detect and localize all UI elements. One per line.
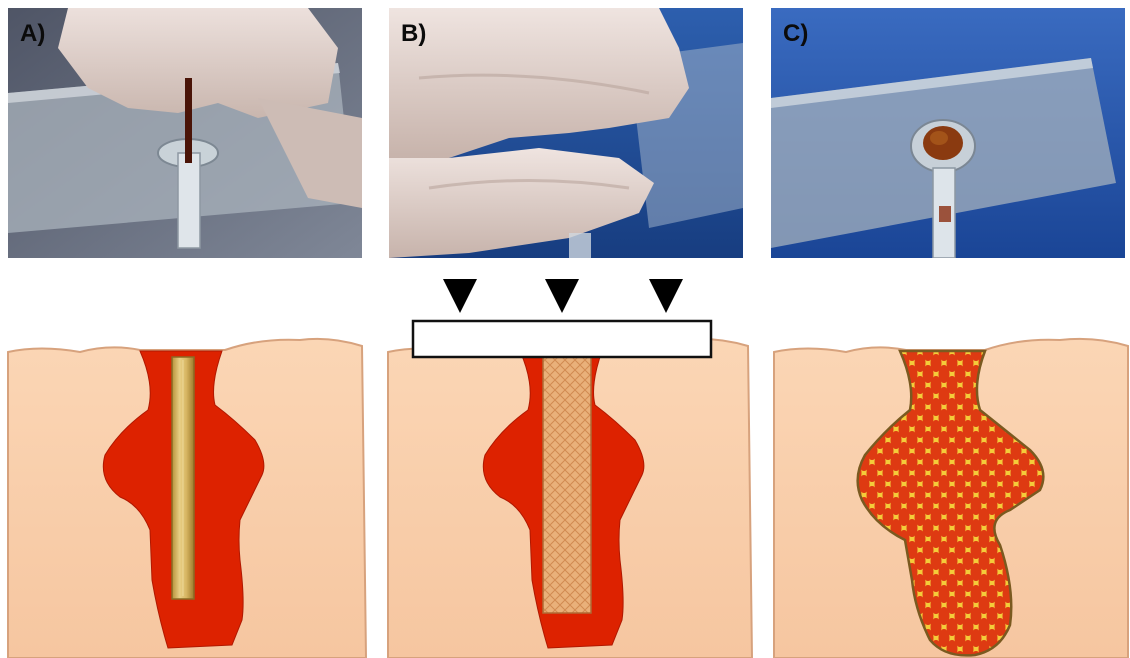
photo-c-illustration	[771, 8, 1125, 258]
schematic-c	[774, 339, 1128, 658]
schematic-a	[8, 339, 366, 658]
panel-label-a: A)	[20, 20, 45, 48]
panel-label-c: C)	[783, 20, 808, 48]
down-triangle-icon	[649, 279, 683, 313]
photo-b-illustration	[389, 8, 743, 258]
photo-panel-c: C)	[771, 8, 1125, 258]
photo-panel-b: B)	[389, 8, 743, 258]
panel-label-b: B)	[401, 20, 426, 48]
schematic-b	[388, 279, 752, 658]
down-triangle-icon	[545, 279, 579, 313]
swollen-implant-b	[543, 357, 591, 613]
photo-a-illustration	[8, 8, 362, 258]
photo-panel-a: A)	[8, 8, 362, 258]
compression-plate	[413, 321, 711, 357]
down-triangle-icon	[443, 279, 477, 313]
schematic-diagram	[0, 270, 1130, 658]
